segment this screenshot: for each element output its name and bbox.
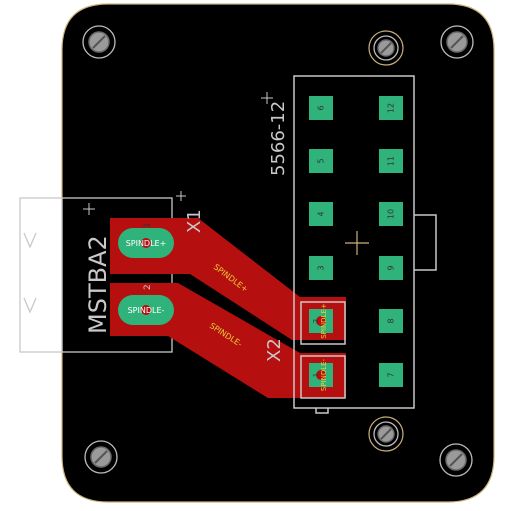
x2-pad-1-net-label: SPINDLE- xyxy=(320,358,328,391)
x2-pad-1-pin-number: 1 xyxy=(312,373,320,377)
x2-pad-1[interactable]: 1 SPINDLE- xyxy=(309,358,333,391)
x1-origin-cross xyxy=(83,191,186,215)
x2-reference-label: X2 xyxy=(264,338,285,362)
x2-pad-6[interactable]: 6 xyxy=(309,96,333,120)
svg-text:12: 12 xyxy=(387,103,396,113)
x2-part-value-label: 5566-12 xyxy=(268,101,289,176)
x1-pin-number-1: 1 xyxy=(143,222,153,228)
svg-text:6: 6 xyxy=(317,105,326,110)
svg-text:3: 3 xyxy=(317,265,326,270)
x1-reference-label: X1 xyxy=(184,209,205,233)
connector-latch-hole-bottom xyxy=(368,416,404,452)
x2-pad-2-pin-number: 2 xyxy=(312,319,320,323)
mounting-hole-top-right xyxy=(440,25,474,59)
x2-pad-2[interactable]: 2 SPINDLE+ xyxy=(309,303,333,339)
x1-pad-2[interactable]: SPINDLE- xyxy=(118,295,174,325)
x1-pin-number-2: 2 xyxy=(143,284,153,290)
connector-x2-housing xyxy=(293,75,437,414)
svg-text:4: 4 xyxy=(317,211,326,216)
svg-text:7: 7 xyxy=(387,372,396,377)
x1-part-value-label: MSTBA2 xyxy=(84,235,112,334)
mounting-hole-bottom-right xyxy=(439,443,473,477)
connector-latch-hole-top xyxy=(368,30,404,66)
svg-text:10: 10 xyxy=(387,209,396,219)
x2-pad-12[interactable]: 12 xyxy=(379,96,403,120)
x1-pad-1[interactable]: SPINDLE+ xyxy=(118,228,174,258)
mounting-hole-top-left xyxy=(82,25,116,59)
x2-pad-8[interactable]: 8 xyxy=(379,309,403,333)
x2-origin-cross xyxy=(261,92,273,104)
svg-text:5: 5 xyxy=(317,158,326,163)
x2-pad-2-net-label: SPINDLE+ xyxy=(320,303,328,339)
svg-text:9: 9 xyxy=(387,265,396,270)
x2-pad-9[interactable]: 9 xyxy=(379,256,403,280)
x2-pad-5[interactable]: 5 xyxy=(309,149,333,173)
x2-pad-4[interactable]: 4 xyxy=(309,202,333,226)
svg-text:8: 8 xyxy=(387,318,396,323)
x2-pad-11[interactable]: 11 xyxy=(379,149,403,173)
x2-center-cross xyxy=(345,231,369,255)
svg-text:11: 11 xyxy=(387,156,396,166)
x2-pad-3[interactable]: 3 xyxy=(309,256,333,280)
x2-pad-7[interactable]: 7 xyxy=(379,363,403,387)
x1-pad-2-net-label: SPINDLE- xyxy=(128,306,165,315)
terminal-x1-body xyxy=(19,197,173,353)
x1-pad-1-net-label: SPINDLE+ xyxy=(126,239,167,248)
x2-pad-10[interactable]: 10 xyxy=(379,202,403,226)
mounting-hole-bottom-left xyxy=(84,440,118,474)
